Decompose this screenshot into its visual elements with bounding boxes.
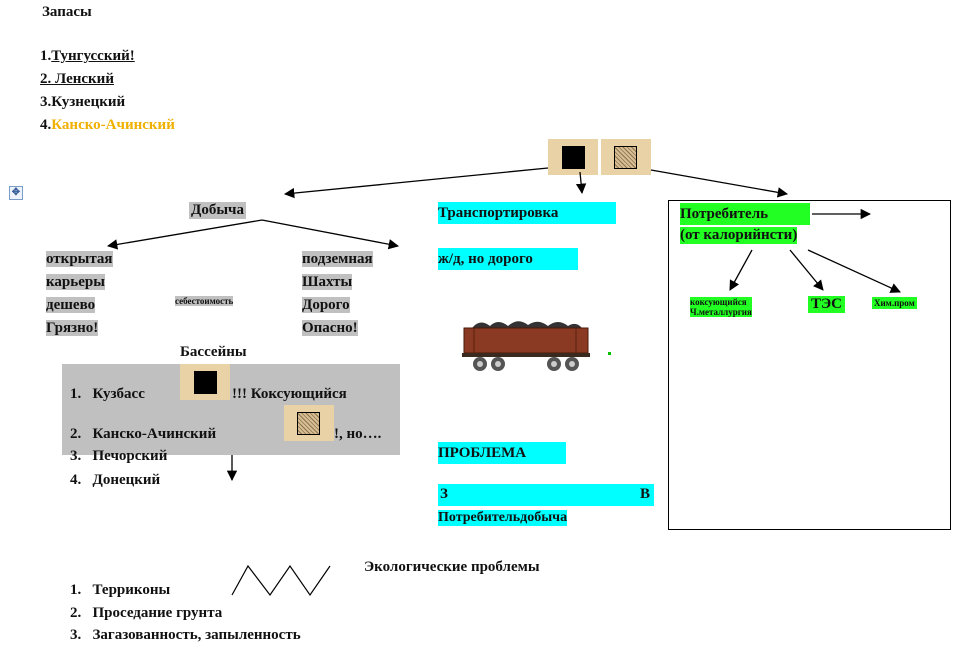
consumer-box [668,200,951,530]
problem-label: ПРОБЛЕМА [438,442,566,464]
arrow-to-mining [283,167,549,199]
arrow-to-coking [729,249,753,291]
tes-label: ТЭС [808,296,846,313]
black-coal-swatch-icon [180,364,230,400]
rail-note: ж/д, но дорого [438,248,578,270]
reserve-name: Тунгусский! [51,48,135,64]
ecology-item: 3. Загазованность, запыленность [70,627,301,643]
spoil-heap-zigzag-icon [231,564,331,597]
underground-block: подземная Шахты Дорого Опасно! [302,248,373,340]
open-pit-block: открытая карьеры дешево Грязно! [46,248,113,340]
consumer-label: Потребитель [680,203,810,225]
open-pit-line: карьеры [46,274,105,290]
arrow-to-transport [575,171,587,195]
reserve-name: Кузнецкий [51,94,126,110]
basin-item: 4. Донецкий [70,472,161,488]
mining-label: Добыча [189,202,246,219]
reserve-item: 4.Канско-Ачинский [40,117,175,134]
cost-label: себестоимость [175,296,234,306]
ecology-title: Экологические проблемы [364,559,540,575]
arrow-to-open-pit [106,219,263,250]
ecology-item: 1. Терриконы [70,582,171,598]
basin-note: !!! Коксующийся [232,386,347,402]
reserve-name: Ленский [55,71,114,87]
west-label: З [440,486,448,502]
basins-highlight [62,364,400,455]
chem-label: Хим.пром [872,297,917,309]
railcar-icon [462,321,611,371]
transport-title: Транспортировка [438,202,616,224]
brown-coal-swatch-icon [284,405,334,441]
arrow-to-consumer [650,169,789,198]
reserve-item: 2. Ленский [40,71,114,88]
reserve-item: 3.Кузнецкий [40,94,125,111]
open-pit-line: открытая [46,251,113,267]
table-move-handle-icon[interactable]: ✥ [9,186,23,200]
brown-coal-swatch-icon [601,139,651,175]
underground-line: подземная [302,251,373,267]
black-coal-swatch-icon [548,139,598,175]
basin-item: 2. Канско-Ачинский [70,426,217,442]
reserve-number: 1. [40,48,52,64]
reserve-number: 3. [40,94,52,110]
basins-title: Бассейны [180,344,247,360]
underground-line: Шахты [302,274,353,290]
arrow-to-underground [261,219,400,250]
reserve-number: 2. [40,71,55,87]
page-title: Запасы [42,4,92,20]
reserve-name: Канско-Ачинский [51,117,175,133]
open-pit-line: Грязно! [46,320,99,336]
reserve-item: 1.Тунгусский! [40,48,135,65]
basin-item: 1. Кузбасс [70,386,145,402]
ecology-item: 2. Проседание грунта [70,605,223,621]
consumer-mining-label: Потребительдобыча [438,510,568,526]
underground-line: Опасно! [302,320,358,336]
reserve-number: 4. [40,117,52,133]
coking-label: коксующийся Ч.металлургия [690,297,752,317]
arrow-to-chem [807,249,901,293]
open-pit-line: дешево [46,297,96,313]
underground-line: Дорого [302,297,350,313]
basin-note: !, но…. [334,426,382,442]
arrow-to-tes [789,249,824,291]
basin-item: 3. Печорский [70,448,168,464]
route-highlight [438,484,654,506]
east-label: В [640,486,651,502]
calorific-label: (от калорийнсти) [680,227,798,244]
